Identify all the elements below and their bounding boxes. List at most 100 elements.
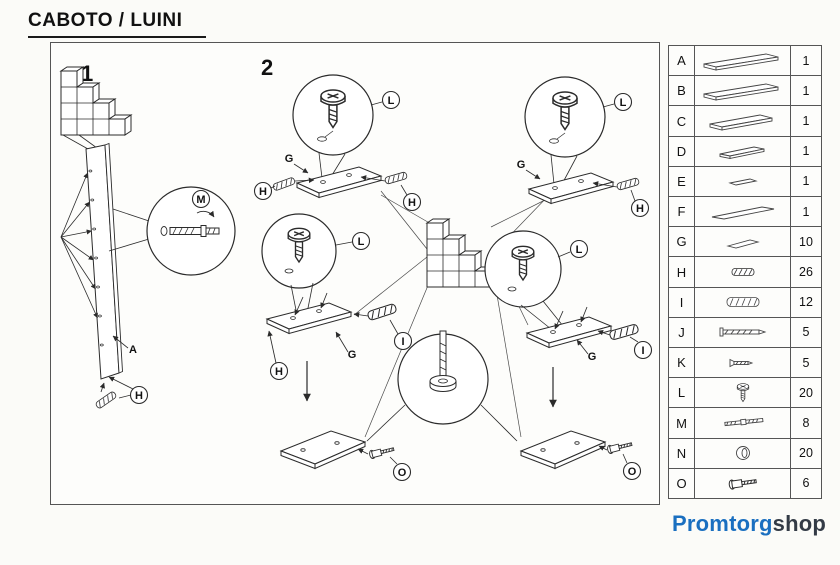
fastener-detail-top-right: L [524, 76, 633, 158]
dowel-icon [616, 177, 640, 191]
label-g-top-left: G [285, 153, 309, 174]
hole-pointer-arrows [60, 172, 98, 319]
part-letter: B [669, 76, 695, 106]
part-icon-cell [695, 317, 791, 348]
shelf-panel-icon [528, 172, 614, 204]
foot-detail-circle [397, 330, 489, 425]
parts-table-row: O 6 [669, 468, 821, 499]
part-letter: J [669, 317, 695, 348]
svg-text:L: L [388, 95, 395, 107]
leg-bolt-icon [606, 439, 634, 455]
svg-text:L: L [358, 236, 365, 248]
part-icon-cell [695, 166, 791, 197]
part-icon-cell [695, 408, 791, 438]
part-icon-cell [695, 227, 791, 257]
parts-table-row: J 5 [669, 317, 821, 349]
part-qty: 1 [802, 204, 810, 219]
svg-text:O: O [628, 466, 637, 478]
step-1-diagram: 1 [60, 61, 236, 410]
assembly-illustration: 1 [60, 55, 653, 482]
part-icon-cell [695, 468, 791, 499]
part-letter: L [669, 378, 695, 408]
dowel-assembly-mr-right: I [597, 323, 653, 360]
dowel-assembly-tl-left: H [253, 176, 315, 201]
part-icon-cell [695, 106, 791, 136]
parts-table-row: B 1 [669, 76, 821, 107]
cam-lock-icon [735, 446, 750, 461]
assembly-construction-lines [353, 190, 552, 438]
leg-bolt-icon [368, 444, 396, 460]
side-panel-drawing [85, 142, 123, 380]
dowel-icon [384, 171, 408, 185]
part-letter: H [669, 257, 695, 287]
label-g-mid-left: G [335, 331, 357, 361]
svg-text:I: I [641, 345, 644, 357]
part-icon-cell [695, 287, 791, 317]
part-letter: A [669, 46, 695, 76]
svg-text:O: O [398, 467, 407, 479]
part-qty: 20 [799, 446, 813, 461]
part-letter: F [669, 197, 695, 227]
svg-text:L: L [620, 97, 627, 109]
part-icon-cell [695, 76, 791, 106]
part-icon-cell [695, 378, 791, 408]
part-letter: N [669, 438, 695, 468]
parts-table-row: K 5 [669, 348, 821, 379]
parts-table-row: D 1 [669, 136, 821, 167]
part-qty: 10 [799, 234, 813, 249]
assembly-drawing-area: 1 [50, 42, 660, 505]
part-letter: C [669, 106, 695, 136]
brand-logo-secondary: shop [772, 511, 826, 536]
part-qty: 8 [802, 416, 810, 431]
leg-bolt-icon [698, 472, 788, 494]
dowel-icon [94, 390, 118, 410]
part-icon-cell [695, 438, 791, 468]
svg-text:M: M [196, 194, 205, 206]
label-g-top-right: G [517, 159, 541, 180]
svg-text:G: G [517, 159, 526, 171]
svg-text:I: I [401, 336, 404, 348]
part-icon-cell [695, 257, 791, 287]
svg-text:H: H [275, 366, 283, 378]
dowel-assembly-ml-right: I [353, 302, 413, 351]
panel-long2-icon [698, 80, 788, 102]
parts-table-row: A 1 [669, 46, 821, 77]
label-a: A [112, 335, 137, 356]
fastener-detail-top-left: L [292, 74, 401, 156]
part-letter: D [669, 136, 695, 166]
part-qty: 12 [799, 295, 813, 310]
cam-screw-icon [698, 382, 788, 404]
parts-table-row: C 1 [669, 106, 821, 137]
step-1-number: 1 [81, 61, 93, 86]
parts-table-row: H 26 [669, 257, 821, 288]
svg-text:L: L [576, 244, 583, 256]
svg-text:H: H [135, 390, 143, 402]
svg-text:G: G [348, 349, 357, 361]
panel-long-icon [703, 53, 778, 71]
part-letter: O [669, 468, 695, 499]
part-qty: 26 [799, 265, 813, 280]
bolt-drawing [169, 225, 220, 237]
label-h-mid-left: H [267, 330, 289, 381]
shelf-panel-icon [296, 166, 382, 198]
step-2-diagram: 2 [253, 55, 653, 482]
part-letter: E [669, 166, 695, 197]
part-icon-cell [695, 136, 791, 166]
dowel-assembly-tl-right: H [360, 171, 422, 212]
dowel-small-icon [698, 261, 788, 283]
part-letter: I [669, 287, 695, 317]
fastener-detail-mid-right: L [484, 230, 589, 308]
dowel-large-icon [608, 323, 640, 341]
part-qty: 5 [802, 355, 810, 370]
part-qty: 1 [802, 83, 810, 98]
fastener-detail-mid-left: L [261, 213, 371, 289]
svg-text:H: H [408, 197, 416, 209]
bottom-panel-icon [280, 430, 366, 469]
brand-logo-primary: Promtorg [672, 511, 773, 536]
label-g-mid-right: G [576, 339, 596, 363]
page-title: CABOTO / LUINI [28, 10, 207, 38]
part-qty: 20 [799, 385, 813, 400]
magnifier-detail-m [146, 186, 236, 276]
shelf-panel-icon [266, 302, 352, 334]
